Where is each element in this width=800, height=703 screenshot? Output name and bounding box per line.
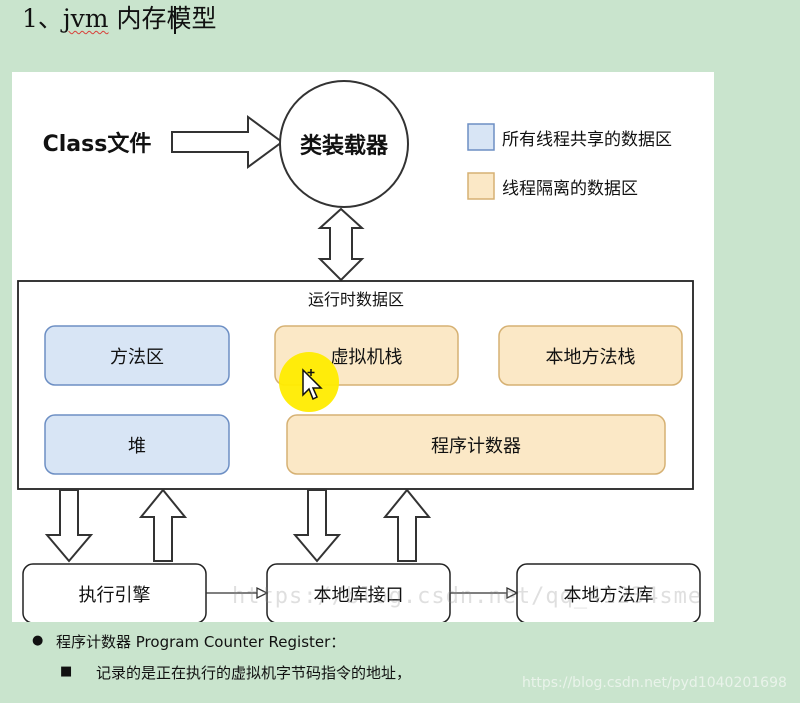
diagram-graphics: [17, 80, 701, 622]
vm-stack-label: 虚拟机栈: [330, 346, 403, 368]
class-file-label: Class文件: [42, 132, 152, 157]
legend-shared-label: 所有线程共享的数据区: [502, 129, 672, 150]
engine-to-interface-arrowhead: [256, 586, 269, 600]
bullet-dot-icon: ●: [32, 633, 44, 648]
bullet-square-icon: ■: [60, 664, 73, 679]
notes-section: ● 程序计数器 Program Counter Register： ■ 记录的是…: [0, 622, 800, 703]
native-method-stack-label: 本地方法栈: [545, 346, 636, 368]
execution-engine-label: 执行引擎: [78, 584, 151, 606]
native-interface-label: 本地库接口: [313, 584, 404, 606]
class-loader-label: 类装载器: [299, 134, 388, 159]
title-prefix: 1、: [22, 4, 63, 33]
note-line-program-counter: 程序计数器 Program Counter Register：: [56, 633, 346, 651]
diagram-canvas: Class文件 类装载器 所有线程共享的数据区 线程隔离的数据区 运行时数据区 …: [12, 72, 714, 622]
runtime-to-engine-down-arrow: [44, 489, 94, 563]
note-line-record-address: 记录的是正在执行的虚拟机字节码指令的地址，: [96, 664, 412, 682]
engine-to-runtime-up-arrow: [138, 488, 188, 562]
interface-to-library-arrowhead: [506, 586, 519, 600]
csdn-url-watermark: https://blog.csdn.net/pyd1040201698: [522, 675, 787, 691]
program-counter-label: 程序计数器: [431, 435, 521, 457]
native-method-stack-box: [498, 325, 683, 386]
interface-to-runtime-up-arrow: [382, 488, 432, 562]
method-area-box: [44, 325, 230, 386]
legend-shared-swatch: [467, 123, 495, 151]
loader-runtime-double-arrow: [317, 207, 365, 282]
heap-label: 堆: [128, 435, 146, 457]
heap-box: [44, 414, 230, 475]
text-caret: [174, 6, 176, 34]
title-jvm: jvm: [62, 4, 109, 33]
class-to-loader-arrow: [171, 115, 284, 169]
native-library-label: 本地方法库: [563, 584, 654, 606]
legend-isolated-swatch: [467, 172, 495, 200]
legend-isolated-label: 线程隔离的数据区: [502, 178, 638, 199]
image-watermark: https://blog.csdn.net/qq_41234sme: [232, 584, 703, 609]
mouse-pointer-icon: [302, 368, 323, 401]
class-loader-circle: [279, 80, 409, 208]
method-area-label: 方法区: [110, 346, 164, 368]
page-title: 1、jvm 内存模型: [22, 2, 216, 36]
runtime-data-area-label: 运行时数据区: [307, 290, 404, 309]
runtime-to-interface-down-arrow: [292, 489, 342, 563]
title-rest: 内存模型: [108, 4, 217, 33]
program-counter-box: [286, 414, 666, 475]
